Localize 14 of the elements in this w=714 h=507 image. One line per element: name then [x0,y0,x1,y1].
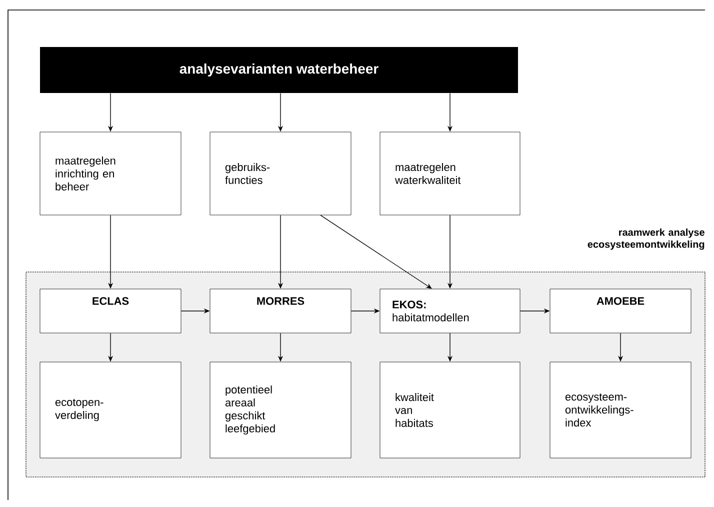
model-box: ECLAS [40,288,182,334]
result-box: potentieel areaal geschikt leefgebied [210,362,352,458]
model-box: MORRES [210,288,352,334]
arrow [320,214,432,289]
node-label: raamwerk analyse ecosysteemontwikkeling [588,228,704,250]
title-bar: analysevarianten waterbeheer [40,47,518,93]
model-box: EKOS: habitatmodellen [380,288,520,334]
process-box: maatregelen inrichting en beheer [40,132,182,216]
result-box: ecosysteem-ontwikkelings-index [550,362,692,458]
process-box: gebruiks-functies [210,132,352,216]
model-box: AMOEBE [550,288,692,334]
result-box: ecotopen-verdeling [40,362,182,458]
process-box: maatregelen waterkwaliteit [380,132,520,216]
result-box: kwaliteit van habitats [380,362,520,458]
